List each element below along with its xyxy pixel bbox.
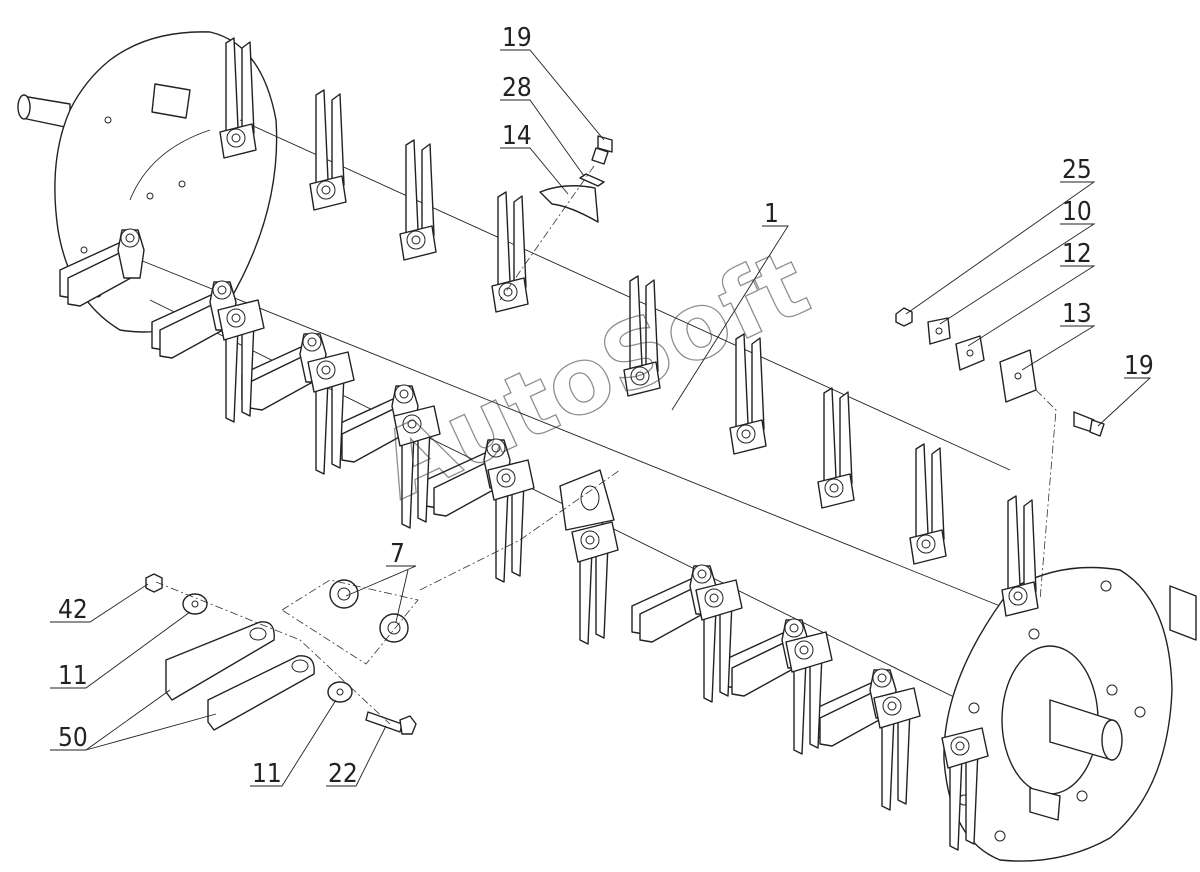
callout-labels: 19 28 14 1 25 10 12 13 19 7 42 11 50 11 … [58, 23, 1154, 789]
lower-left-fastener-group [145, 469, 621, 735]
mounting-bracket [559, 469, 615, 531]
callout-50: 50 [58, 723, 88, 753]
upper-fastener-group [499, 135, 613, 301]
left-end-disk [17, 31, 278, 333]
right-fastener-group [895, 307, 1105, 601]
callout-28: 28 [502, 73, 532, 103]
callout-22: 22 [328, 759, 358, 789]
callout-13: 13 [1062, 299, 1092, 329]
callout-1: 1 [764, 199, 779, 229]
callout-14: 14 [502, 121, 532, 151]
callout-42: 42 [58, 595, 88, 625]
right-end-disk [943, 566, 1197, 862]
callout-19-right: 19 [1124, 351, 1154, 381]
callout-11-bottom: 11 [252, 759, 282, 789]
callout-19-top: 19 [502, 23, 532, 53]
callout-25: 25 [1062, 155, 1092, 185]
leader-lines [50, 49, 1152, 787]
callout-11-left: 11 [58, 661, 88, 691]
callout-7: 7 [390, 539, 405, 569]
callout-12: 12 [1062, 239, 1092, 269]
callout-10: 10 [1062, 197, 1092, 227]
